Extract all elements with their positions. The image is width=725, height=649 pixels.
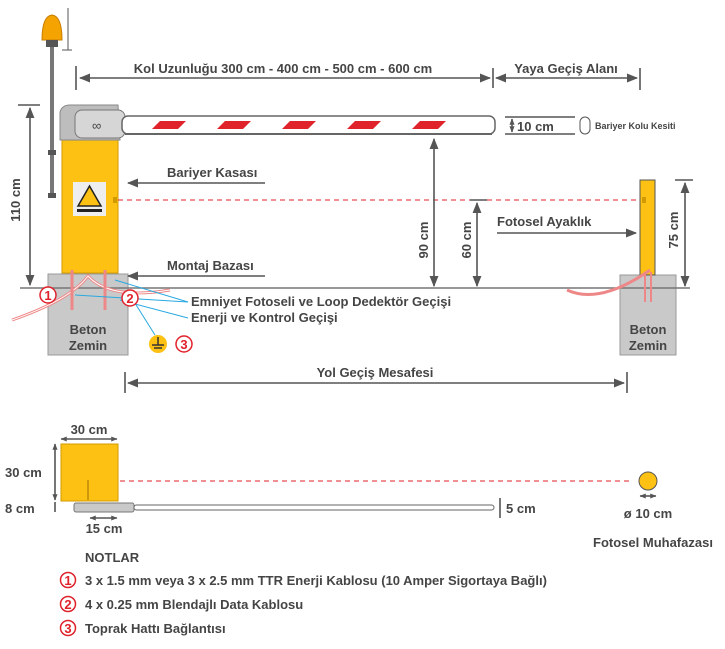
height-90-label: 90 cm [416,222,431,259]
infinity-logo-icon: ∞ [92,118,101,133]
height-110-label: 110 cm [8,178,23,221]
photocell-post-label: Fotosel Ayaklık [497,214,592,229]
warning-sign-icon [76,184,103,207]
photocell-housing-circle [638,471,658,491]
road-distance-label: Yol Geçiş Mesafesi [317,365,434,380]
height-75-label: 75 cm [666,212,681,249]
plan-arm [133,504,495,511]
svg-text:3 x 1.5 mm veya 3 x 2.5 mm TTR: 3 x 1.5 mm veya 3 x 2.5 mm TTR Enerji Ka… [85,573,547,588]
notes-title: NOTLAR [85,550,140,565]
concrete-label-2: Zemin [69,338,107,353]
barrier-arm [121,115,496,135]
power-passage-label: Enerji ve Kontrol Geçişi [191,310,338,325]
svg-text:2: 2 [126,291,133,306]
concrete-label-1: Beton [70,322,107,337]
svg-text:1: 1 [44,288,51,303]
plan-arm-mount [73,502,135,513]
plan-depth-label: 30 cm [5,465,42,480]
barrier-case-label: Bariyer Kasası [167,165,257,180]
arm-section-shape [579,116,591,135]
arm-height-label: 10 cm [517,119,554,134]
marker-1: 1 [39,286,57,304]
marker-2: 2 [121,289,139,307]
plan-cabinet [60,443,119,502]
note-2: 2 4 x 0.25 mm Blendajlı Data Kablosu [59,595,303,613]
svg-text:2: 2 [64,597,71,612]
concrete-label-right-1: Beton [630,322,667,337]
plan-mount-label: 15 cm [86,521,123,536]
svg-text:3: 3 [64,621,71,636]
plan-base-label: 8 cm [5,501,35,516]
svg-text:3: 3 [180,337,187,352]
pedestrian-area-label: Yaya Geçiş Alanı [514,61,618,76]
note-3: 3 Toprak Hattı Bağlantısı [59,619,226,637]
barrier-cabinet: ∞ [59,104,126,274]
arm-section-label: Bariyer Kolu Kesiti [595,121,676,131]
photocell-housing-label: Fotosel Muhafazası [593,535,713,550]
cables [11,268,652,336]
photocell-diameter-label: ø 10 cm [624,506,672,521]
plan-width-label: 30 cm [71,422,108,437]
marker-3: 3 [175,335,193,353]
concrete-label-right-2: Zemin [629,338,667,353]
svg-text:Toprak Hattı Bağlantısı: Toprak Hattı Bağlantısı [85,621,226,636]
note-1: 1 3 x 1.5 mm veya 3 x 2.5 mm TTR Enerji … [59,571,547,589]
safety-passage-label: Emniyet Fotoseli ve Loop Dedektör Geçişi [191,294,451,309]
arm-length-label: Kol Uzunluğu 300 cm - 400 cm - 500 cm - … [134,61,432,76]
svg-text:4 x 0.25 mm Blendajlı Data Kab: 4 x 0.25 mm Blendajlı Data Kablosu [85,597,303,612]
plan-view: 30 cm 30 cm 8 cm 5 cm 15 cm ø 10 cm Foto… [5,422,713,550]
mount-base-label: Montaj Bazası [167,258,254,273]
plan-arm-thickness-label: 5 cm [506,501,536,516]
warning-beacon-icon [41,8,72,198]
height-60-label: 60 cm [459,222,474,259]
photocell-post [639,179,656,276]
ground-symbol-icon [149,335,167,353]
svg-text:1: 1 [64,573,71,588]
notes: NOTLAR 1 3 x 1.5 mm veya 3 x 2.5 mm TTR … [59,550,547,637]
